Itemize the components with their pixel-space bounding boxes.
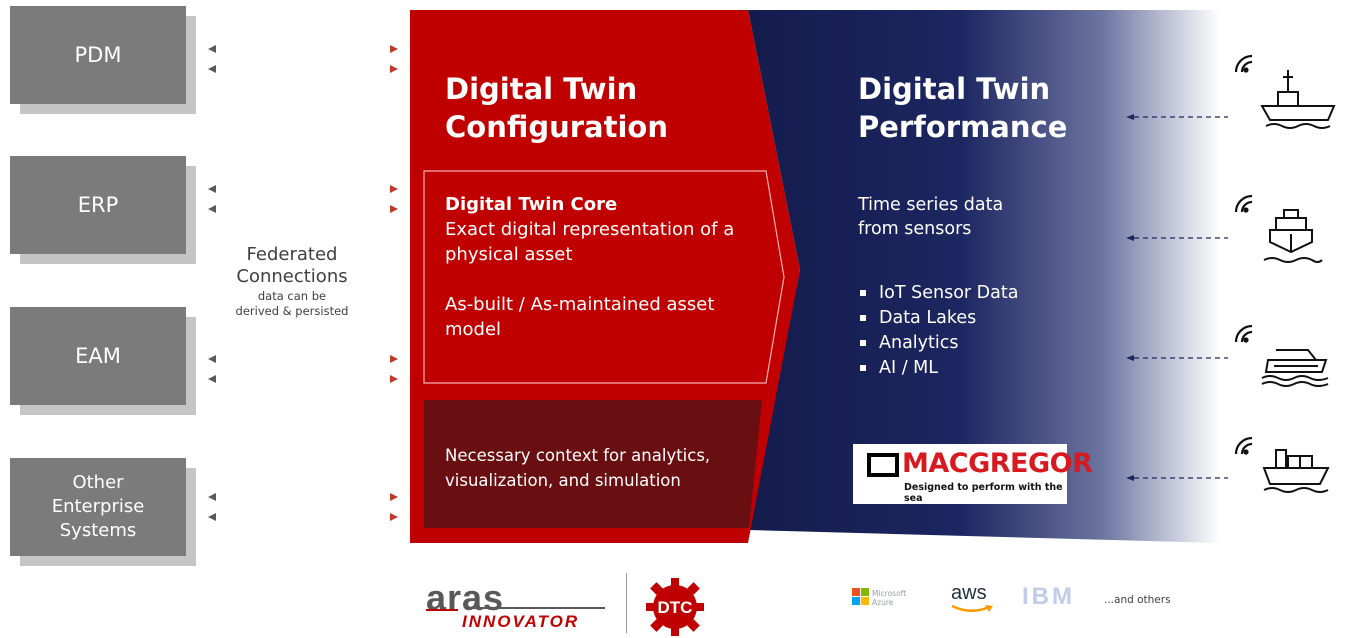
ibm-logo: IBM xyxy=(1022,583,1075,610)
aws-logo: aws xyxy=(951,582,987,604)
dtc-gear-logo: DTC xyxy=(646,578,704,636)
ms-tile xyxy=(861,588,869,596)
macgregor-tagline: Designed to perform with the sea xyxy=(904,482,1063,504)
aircraft-carrier-icon xyxy=(1260,70,1336,129)
performance-panel xyxy=(748,10,1220,543)
time-series-text: Time series data from sensors xyxy=(858,195,1004,239)
arrowheads-right xyxy=(390,45,398,521)
wifi-icon xyxy=(1234,324,1253,343)
core-text: Exact digital representation of a physic… xyxy=(445,219,735,265)
system-box-erp: ERP xyxy=(10,156,196,264)
ms-tile xyxy=(852,597,860,605)
macgregor-name: MACGREGOR xyxy=(902,448,1093,479)
configuration-title: Digital Twin Configuration xyxy=(445,72,668,144)
wifi-icon xyxy=(1234,194,1253,213)
core-content: Digital Twin Core Exact digital represen… xyxy=(445,192,745,342)
arrowheads-left xyxy=(208,45,216,521)
performance-title: Digital Twin Performance xyxy=(858,72,1068,144)
aras-underline-red xyxy=(426,609,458,611)
cargo-ship-icon xyxy=(1263,209,1323,263)
cruise-ship-icon xyxy=(1261,349,1329,387)
sensor-arrowheads xyxy=(1126,114,1134,481)
macgregor-emblem-icon xyxy=(867,453,899,477)
ms-tile xyxy=(852,588,860,596)
context-box xyxy=(424,400,762,528)
logo-divider xyxy=(626,573,627,633)
aras-logo-sub: INNOVATOR xyxy=(462,612,580,631)
wifi-icon xyxy=(1234,54,1253,73)
microsoft-label: Microsoft Azure xyxy=(872,589,907,607)
system-label: PDM xyxy=(10,6,186,104)
bullet-item: IoT Sensor Data xyxy=(858,281,1018,306)
core-heading: Digital Twin Core xyxy=(445,194,618,215)
federated-arrows xyxy=(214,47,392,519)
ms-tile xyxy=(861,597,869,605)
system-box-eam: EAM xyxy=(10,307,196,415)
wifi-icon xyxy=(1234,436,1253,455)
core-text-2: As-built / As-maintained asset model xyxy=(445,294,715,340)
macgregor-logo: MACGREGOR Designed to perform with the s… xyxy=(853,444,1093,504)
core-box xyxy=(423,170,785,384)
bullet-item: AI / ML xyxy=(858,356,1018,381)
others-label: ...and others xyxy=(1104,594,1171,606)
bullet-item: Analytics xyxy=(858,331,1018,356)
system-box-other: Other Enterprise Systems xyxy=(10,458,196,566)
system-label: Other Enterprise Systems xyxy=(10,458,186,556)
context-text: Necessary context for analytics, visuali… xyxy=(445,446,711,490)
system-label: EAM xyxy=(10,307,186,405)
system-label: ERP xyxy=(10,156,186,254)
performance-bullets: IoT Sensor Data Data Lakes Analytics AI … xyxy=(858,281,1018,381)
aws-smile-icon xyxy=(951,604,993,612)
federated-title: Federated Connections xyxy=(236,244,348,287)
container-ship-icon xyxy=(1262,449,1330,493)
bullet-item: Data Lakes xyxy=(858,306,1018,331)
federated-subtitle: data can be derived & persisted xyxy=(235,289,349,318)
sensor-arrows xyxy=(1134,116,1228,479)
aras-underline xyxy=(470,607,605,609)
dtc-label: DTC xyxy=(658,598,693,617)
system-box-pdm: PDM xyxy=(10,6,196,114)
vessel-icons xyxy=(1234,54,1336,493)
